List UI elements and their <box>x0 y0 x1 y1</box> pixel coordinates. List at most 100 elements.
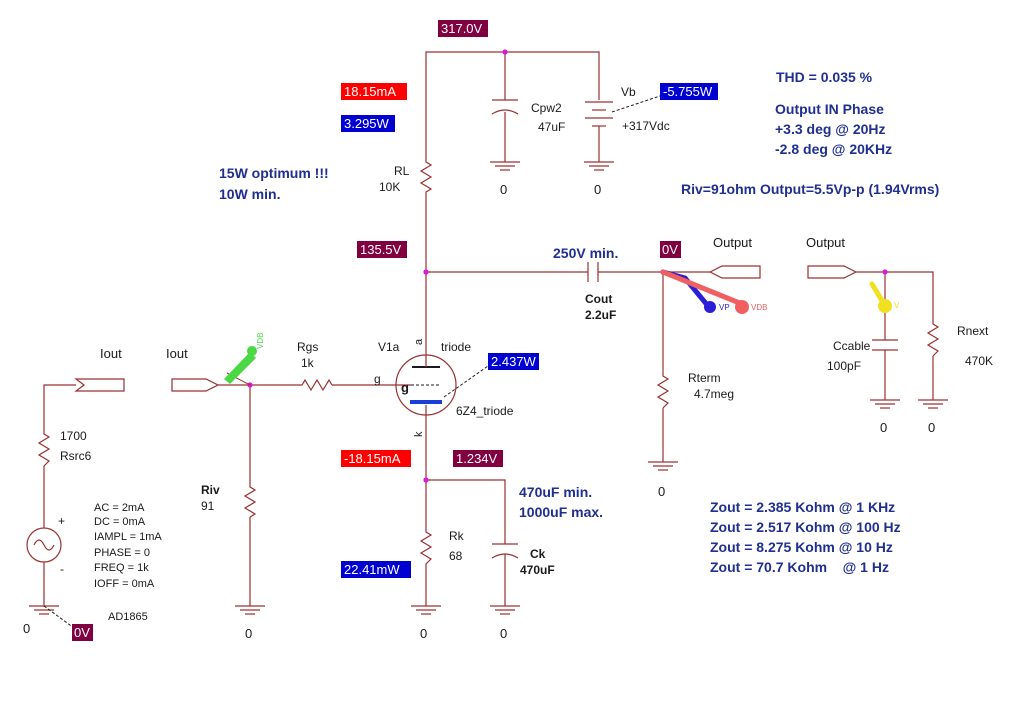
triode-v1a[interactable] <box>392 354 457 416</box>
marker-v-rail: 317.0V <box>438 20 488 37</box>
ac-current-source[interactable] <box>26 527 62 563</box>
label-pin-k: k <box>413 431 425 437</box>
label-src-param: PHASE = 0 <box>94 547 150 559</box>
marker-label: 2.437W <box>491 354 537 369</box>
label-riv-ref: Riv <box>201 483 220 497</box>
marker-v-src: 0V <box>43 605 93 641</box>
ground-label: 0 <box>500 626 507 641</box>
resistor-rterm[interactable] <box>656 372 670 409</box>
ground-symbol <box>647 461 679 471</box>
ground-label: 0 <box>658 484 665 499</box>
marker-label: 3.295W <box>344 116 390 131</box>
probe-vdb-in[interactable]: VDB <box>224 333 265 386</box>
ground-symbol <box>234 605 266 615</box>
marker-label: -5.755W <box>663 84 713 99</box>
note-rl-optimum: 15W optimum !!! <box>219 165 329 181</box>
label-rgs-value: 1k <box>301 356 315 370</box>
label-rsrc6-ref: Rsrc6 <box>60 449 92 463</box>
label-src-param: IAMPL = 1mA <box>94 531 162 543</box>
marker-v-cathode: 1.234V <box>453 450 503 467</box>
ground-label: 0 <box>594 182 601 197</box>
marker-label: 0V <box>74 625 90 640</box>
marker-p-rl: 3.295W <box>341 115 395 132</box>
resistor-rsrc6[interactable] <box>37 430 51 467</box>
note-ck-min: 470uF min. <box>519 484 592 500</box>
note-phase-20khz: -2.8 deg @ 20KHz <box>775 141 892 157</box>
label-ck-ref: Ck <box>530 547 546 561</box>
ground-symbol <box>583 161 615 171</box>
ground-symbol <box>869 399 901 409</box>
ground-label: 0 <box>880 420 887 435</box>
probe-v-next[interactable]: V <box>869 281 900 313</box>
probe-label: V <box>894 301 900 310</box>
marker-v-out: 0V <box>660 241 681 258</box>
note-zout: Zout = 2.385 Kohm @ 1 KHz <box>710 499 895 515</box>
wires <box>43 51 934 606</box>
port-iout-right[interactable] <box>171 378 220 392</box>
label-rl-value: 10K <box>379 180 400 194</box>
ground-label: 0 <box>420 626 427 641</box>
note-zout: Zout = 70.7 Kohm @ 1 Hz <box>710 559 889 575</box>
ground-label: 0 <box>928 420 935 435</box>
resistor-rgs[interactable] <box>296 378 333 392</box>
note-cout-min: 250V min. <box>553 245 618 261</box>
label-v1a-type: triode <box>441 340 471 354</box>
label-src-param: DC = 0mA <box>94 516 146 528</box>
label-vb-value: +317Vdc <box>622 119 670 133</box>
junction-dot <box>882 269 888 275</box>
ground-label: 0 <box>23 621 30 636</box>
label-rterm-value: 4.7meg <box>694 387 734 401</box>
port-output-right[interactable] <box>807 265 858 279</box>
port-output-left[interactable] <box>708 265 761 279</box>
resistor-rnext[interactable] <box>926 320 940 357</box>
label-src-param: IOFF = 0mA <box>94 578 155 590</box>
junction-dot <box>423 269 429 275</box>
ground-symbol <box>917 399 949 409</box>
port-label-iout-right: Iout <box>166 346 188 361</box>
note-thd: THD = 0.035 % <box>776 69 873 85</box>
resistor-rl[interactable] <box>419 150 433 196</box>
marker-label: 18.15mA <box>344 84 396 99</box>
capacitor-cpw2[interactable] <box>491 99 519 115</box>
ground-label: 0 <box>500 182 507 197</box>
label-cout-value: 2.2uF <box>585 308 616 322</box>
port-label-output-right: Output <box>806 235 845 250</box>
label-rnext-value: 470K <box>965 354 993 368</box>
ground-symbol <box>28 605 60 615</box>
probe-label: VDB <box>256 333 265 349</box>
capacitor-ck[interactable] <box>491 543 519 559</box>
resistor-rk[interactable] <box>419 528 433 568</box>
marker-label: 1.234V <box>456 451 498 466</box>
label-vb-ref: Vb <box>621 85 636 99</box>
label-src-param: AC = 2mA <box>94 502 145 514</box>
label-ccable-value: 100pF <box>827 359 861 373</box>
marker-label: 135.5V <box>360 242 402 257</box>
component-labels: Cpw2 47uF Vb +317Vdc RL 10K Rgs 1k V1a t… <box>58 85 993 623</box>
label-rnext-ref: Rnext <box>957 324 989 338</box>
capacitor-cout[interactable] <box>587 262 599 282</box>
label-rk-ref: Rk <box>449 529 465 543</box>
label-v1a-model: 6Z4_triode <box>456 404 514 418</box>
ground-labels: 0 0 0 0 0 0 0 0 0 <box>23 182 935 641</box>
junction-dot <box>423 477 429 483</box>
label-ccable-ref: Ccable <box>833 339 871 353</box>
note-riv-output: Riv=91ohm Output=5.5Vp-p (1.94Vrms) <box>681 181 939 197</box>
port-iout-left[interactable] <box>74 378 125 392</box>
note-zout: Zout = 8.275 Kohm @ 10 Hz <box>710 539 893 555</box>
resistor-riv[interactable] <box>243 483 257 518</box>
label-rk-value: 68 <box>449 549 463 563</box>
label-rsrc6-value: 1700 <box>60 429 87 443</box>
label-src-ref: AD1865 <box>108 611 148 623</box>
marker-p-tube: 2.437W <box>488 353 539 370</box>
label-pin-g-inner: g <box>401 380 409 395</box>
note-phase-title: Output IN Phase <box>775 101 884 117</box>
battery-vb[interactable] <box>585 101 613 127</box>
note-phase-20hz: +3.3 deg @ 20Hz <box>775 121 886 137</box>
capacitor-ccable[interactable] <box>872 339 898 351</box>
label-pin-g: g <box>374 372 381 386</box>
probe-label: VP <box>719 303 730 312</box>
marker-label: -18.15mA <box>344 451 401 466</box>
marker-p-rk: 22.41mW <box>341 561 411 578</box>
probe-vdb-out[interactable]: VDB <box>660 269 767 314</box>
